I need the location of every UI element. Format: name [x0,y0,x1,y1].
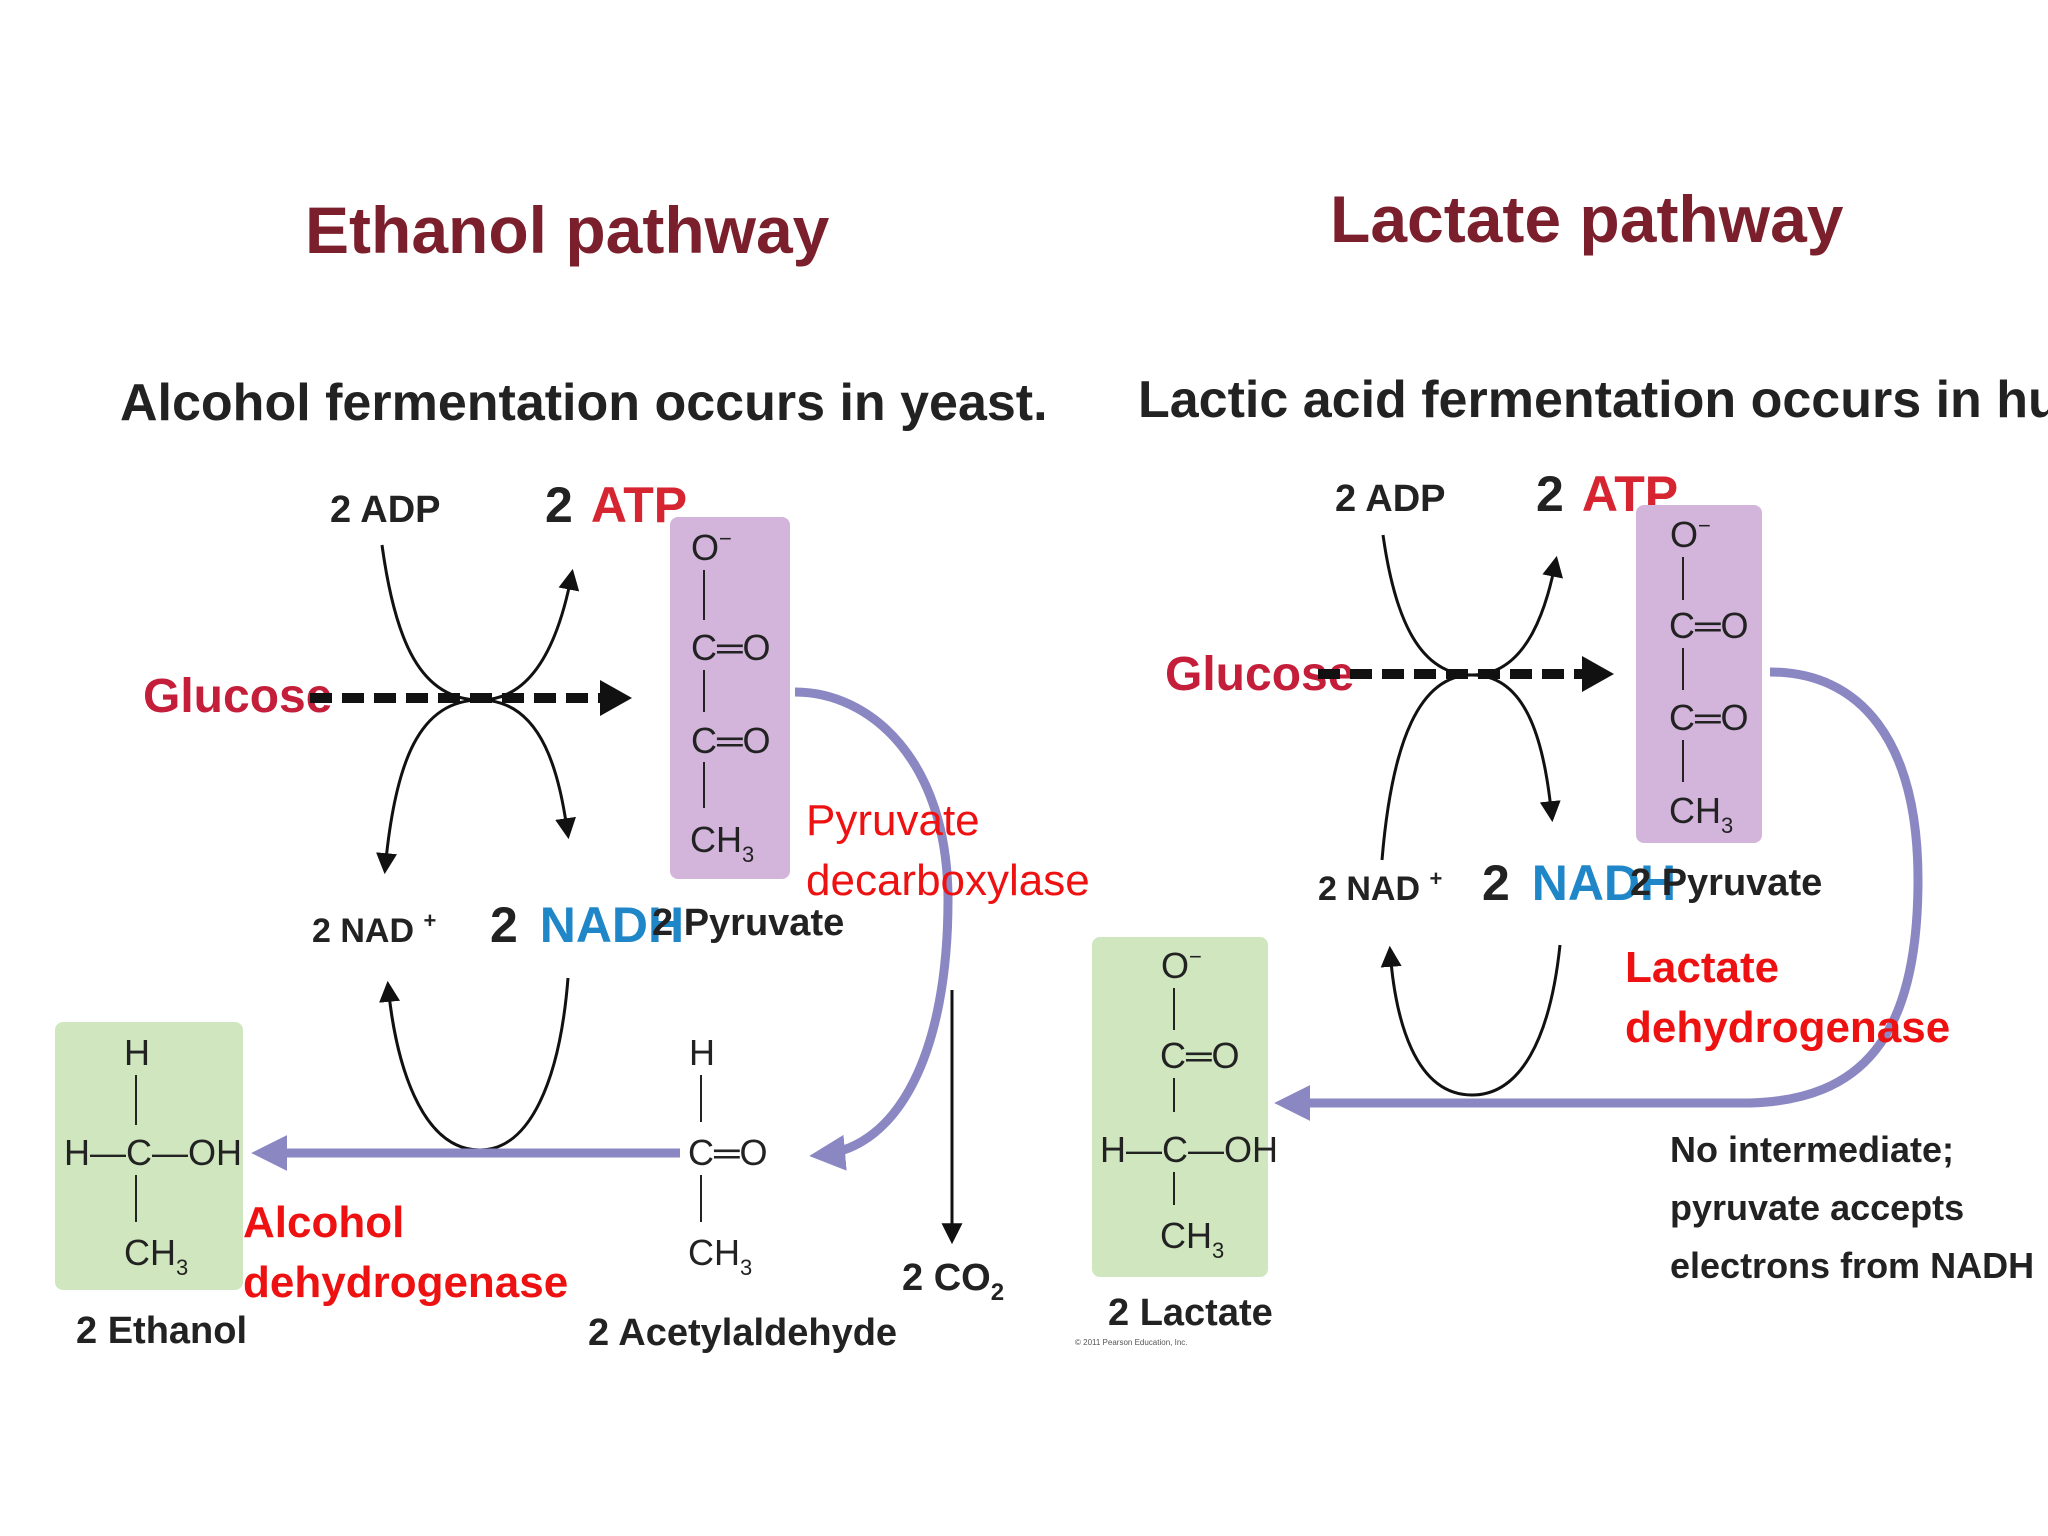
ethanol-nad-sup: + [423,908,436,933]
lactate-struct-o: O [1161,945,1189,986]
acetaldehyde-ch: CH [688,1232,740,1273]
lactate-subtitle: Lactic acid fermentation occurs in human… [1138,371,2048,429]
ethanol-co2-sub: 2 [991,1279,1004,1306]
ethanol-structure: H H—C—OH CH3 [64,1032,242,1280]
lactate-pyruvate-label: 2 Pyruvate [1630,862,1822,904]
lactate-pyruvate-o-minus: O− [1670,513,1711,555]
lactate-glucose-arrowhead [1582,656,1614,692]
lactate-nadh-nad-curve [1380,944,1562,1097]
ethanol-nadh-text: NADH [540,897,684,953]
lactate-struct-o-minus: O− [1161,944,1202,986]
ethanol-subtitle: Alcohol fermentation occurs in yeast. [120,374,1048,432]
lactate-struct-ch: CH [1160,1215,1212,1256]
copyright-text: © 2011 Pearson Education, Inc. [1075,1338,1187,1347]
lactate-note-line2: pyruvate accepts [1670,1187,1964,1228]
enzyme-alcohol-dehydrogenase-line1: Alcohol [243,1198,404,1247]
ethanol-pyruvate-c2: C═O [691,720,771,761]
ethanol-nad-nadh-curve-top [376,698,576,875]
ethanol-struct-ch3: CH3 [124,1232,188,1280]
enzyme-lactate-dehydrogenase-line1: Lactate [1625,943,1779,992]
ethanol-struct-h: H [124,1032,150,1073]
lactate-nad-label: 2 NAD + [1318,866,1442,908]
enzyme-pyruvate-decarboxylase-line1: Pyruvate [806,796,980,845]
ethanol-product-label: 2 Ethanol [76,1310,247,1352]
lactate-nadh-count: 2 [1482,855,1510,911]
ethanol-glucose-arrowhead [600,680,632,716]
ethanol-pyruvate-o: O [691,527,719,568]
acetaldehyde-h: H [689,1032,715,1073]
acetaldehyde-three: 3 [740,1255,752,1280]
lactate-note-line1: No intermediate; [1670,1129,1954,1170]
lactate-pyruvate-minus: − [1698,513,1711,538]
ethanol-pyruvate-three: 3 [742,842,754,867]
lactate-pathway-title: Lactate pathway [1330,182,1844,256]
ethanol-atp-label: 2 ATP [545,477,687,533]
ethanol-nadh-label: 2 NADH [490,897,684,953]
ethanol-pyruvate-c1: C═O [691,627,771,668]
lactate-pyruvate-ch: CH [1669,790,1721,831]
lactate-struct-three: 3 [1212,1238,1224,1263]
ethanol-co2-label: 2 CO2 [902,1257,1004,1306]
ethanol-pyruvate-ch3: CH3 [690,819,754,867]
lactate-pyruvate-c1: C═O [1669,605,1749,646]
ethanol-pyruvate-box [670,517,790,879]
acetaldehyde-structure: H C═O CH3 [688,1032,768,1280]
lactate-nadh-text: NADH [1532,855,1676,911]
lactate-nad-text: 2 NAD [1318,870,1420,908]
ethanol-co2-text: 2 CO [902,1257,991,1299]
lactate-atp-count: 2 [1536,466,1564,522]
lactate-nad-sup: + [1429,866,1442,891]
acetaldehyde-label: 2 Acetylaldehyde [588,1312,897,1354]
lactate-struct-ch3: CH3 [1160,1215,1224,1263]
lactate-struct-row: H—C—OH [1100,1129,1278,1170]
acetaldehyde-c: C═O [688,1132,768,1173]
ethanol-adp-label: 2 ADP [330,489,441,531]
ethanol-pyruvate-minus: − [719,526,732,551]
ethanol-glucose-label: Glucose [143,670,332,723]
lactate-product-label: 2 Lactate [1108,1292,1273,1334]
ethanol-product-box [55,1022,243,1290]
ethanol-pathway: Ethanol pathway Alcohol fermentation occ… [55,193,1090,1354]
ethanol-pyruvate-structure: O− C═O C═O CH3 [690,526,771,867]
lactate-adp-label: 2 ADP [1335,478,1446,520]
ethanol-struct-row: H—C—OH [64,1132,242,1173]
lactate-adp-atp-curve [1381,534,1564,677]
lactate-pyruvate-box [1636,505,1762,843]
ethanol-nadh-count: 2 [490,897,518,953]
ethanol-nad-label: 2 NAD + [312,908,436,950]
lactate-nad-nadh-curve-top [1380,673,1561,861]
lactate-struct-minus: − [1189,944,1202,969]
lactate-note-line3: electrons from NADH [1670,1245,2034,1286]
ethanol-nad-text: 2 NAD [312,912,414,950]
ethanol-pyruvate-to-acetaldehyde-arrow [794,687,953,1171]
lactate-structure: O− C═O H—C—OH CH3 [1100,944,1278,1263]
acetaldehyde-ch3: CH3 [688,1232,752,1280]
lactate-pathway: Lactate pathway Lactic acid fermentation… [1075,182,2048,1347]
ethanol-adp-atp-curve [380,544,580,702]
lactate-nadh-label: 2 NADH [1482,855,1676,911]
lactate-pyruvate-c2: C═O [1669,697,1749,738]
lactate-product-box [1092,937,1268,1277]
enzyme-alcohol-dehydrogenase-line2: dehydrogenase [243,1258,568,1307]
ethanol-nadh-nad-curve [379,977,570,1152]
ethanol-pyruvate-o-minus: O− [691,526,732,568]
lactate-pyruvate-o: O [1670,514,1698,555]
enzyme-lactate-dehydrogenase-line2: dehydrogenase [1625,1003,1950,1052]
ethanol-atp-count: 2 [545,477,573,533]
ethanol-pyruvate-label: 2 Pyruvate [652,902,844,944]
ethanol-struct-ch: CH [124,1232,176,1273]
lactate-pyruvate-to-lactate-arrow [1274,667,1923,1121]
lactate-pyruvate-ch3: CH3 [1669,790,1733,838]
ethanol-struct-three: 3 [176,1255,188,1280]
ethanol-pathway-title: Ethanol pathway [305,193,830,267]
lactate-pyruvate-structure: O− C═O C═O CH3 [1669,513,1749,838]
lactate-pyruvate-three: 3 [1721,813,1733,838]
enzyme-pyruvate-decarboxylase-line2: decarboxylase [806,856,1090,905]
lactate-struct-c1: C═O [1160,1035,1240,1076]
ethanol-pyruvate-ch: CH [690,819,742,860]
